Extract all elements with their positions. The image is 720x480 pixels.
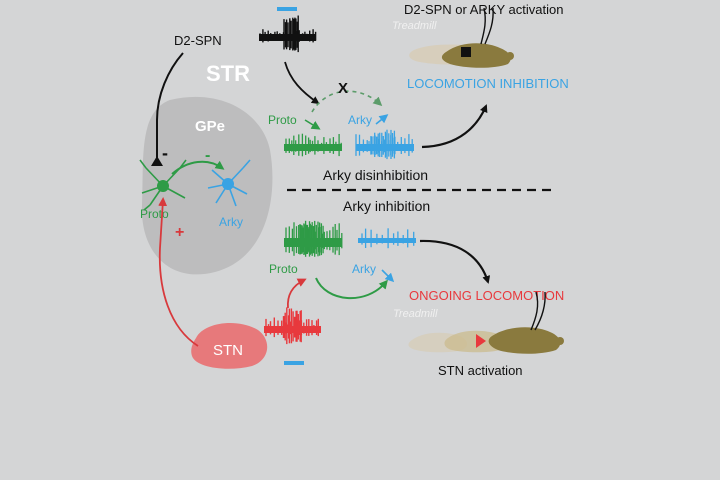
- bottom-stn-arrow: [287, 278, 307, 309]
- bottom-stim-bar: [284, 361, 304, 365]
- top-proto-label: Proto: [268, 113, 297, 127]
- stn-label: STN: [213, 342, 243, 359]
- bottom-proto-arky-arrow: [315, 277, 388, 299]
- d2-spn-projection: [156, 52, 184, 158]
- bottom-arky-pointer: [381, 269, 395, 283]
- top-arky-label: Arky: [348, 113, 372, 127]
- bottom-arky-baseline: [358, 238, 416, 243]
- bottom-arky-label: Arky: [352, 262, 376, 276]
- stn-region: [191, 323, 268, 369]
- stn-spike-train: [265, 307, 319, 345]
- top-arky-pointer: [375, 114, 389, 125]
- top-outcome-arrow: [421, 104, 488, 149]
- top-stim-bar: [277, 7, 297, 11]
- proto-cell-label: Proto: [140, 207, 169, 221]
- top-proto-baseline: [284, 144, 342, 151]
- arky-soma: [222, 178, 234, 190]
- bottom-outcome-label: ONGOING LOCOMOTION: [409, 288, 564, 303]
- top-arky-baseline: [356, 144, 414, 151]
- blocked-proto-arky-arrow: [311, 90, 383, 113]
- bottom-treadmill-label: Treadmill: [393, 308, 438, 320]
- str-label: STR: [206, 61, 250, 86]
- bottom-activation-label: STN activation: [438, 363, 523, 378]
- bottom-proto-baseline: [284, 238, 342, 247]
- stn-to-proto-projection: [158, 197, 199, 347]
- top-proto-pointer: [304, 119, 321, 130]
- bottom-caption: Arky inhibition: [343, 198, 430, 214]
- gpe-region: [141, 96, 273, 275]
- d2-spn-terminal: [151, 156, 163, 166]
- arky-cell-label: Arky: [219, 215, 243, 229]
- top-str-arrow: [284, 61, 320, 105]
- d2-spn-label: D2-SPN: [174, 33, 222, 48]
- proto-soma: [157, 180, 169, 192]
- top-outcome-label: LOCOMOTION INHIBITION: [407, 76, 569, 91]
- bottom-mouse: [408, 291, 564, 354]
- bottom-outcome-arrow: [419, 239, 491, 284]
- top-treadmill-label: Treadmill: [392, 20, 437, 32]
- stn-spike-baseline: [264, 326, 321, 333]
- gpe-label: GPe: [195, 118, 225, 135]
- top-mouse: [409, 7, 514, 68]
- bottom-proto-label: Proto: [269, 262, 298, 276]
- gpe-minus-sign: -: [205, 147, 210, 164]
- top-spike-train-black: [259, 15, 317, 53]
- top-spike-baseline: [259, 34, 316, 41]
- stn-plus-sign: +: [175, 224, 184, 241]
- d2-minus-sign: -: [162, 143, 168, 163]
- block-mark: X: [338, 80, 348, 97]
- top-caption: Arky disinhibition: [323, 167, 428, 183]
- proto-to-arky-arrow: [171, 160, 225, 175]
